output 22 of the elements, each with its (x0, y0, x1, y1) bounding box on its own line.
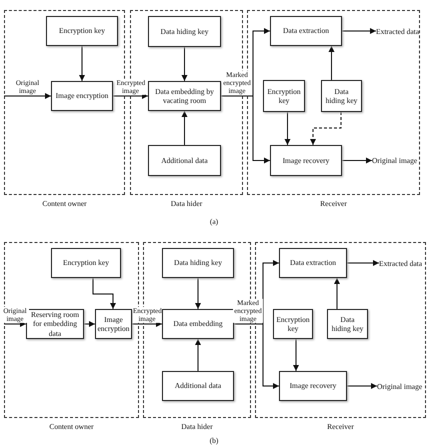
arrow (342, 158, 372, 164)
arrow (92, 278, 116, 310)
arrow (342, 28, 376, 34)
arrow (234, 324, 280, 389)
arrow (182, 110, 188, 146)
arrow (4, 321, 26, 327)
arrow (182, 46, 188, 82)
arrow (328, 46, 334, 80)
arrow (334, 278, 340, 310)
arrow (4, 93, 52, 99)
arrow (195, 278, 201, 310)
arrow (220, 96, 270, 164)
arrow (84, 321, 96, 327)
arrow (310, 112, 342, 146)
arrow (112, 93, 148, 99)
arrow (132, 321, 162, 327)
arrow (346, 260, 380, 266)
arrow (284, 112, 290, 146)
arrow (195, 338, 201, 372)
arrow (346, 383, 378, 389)
arrow (293, 338, 299, 372)
arrow (79, 46, 85, 82)
